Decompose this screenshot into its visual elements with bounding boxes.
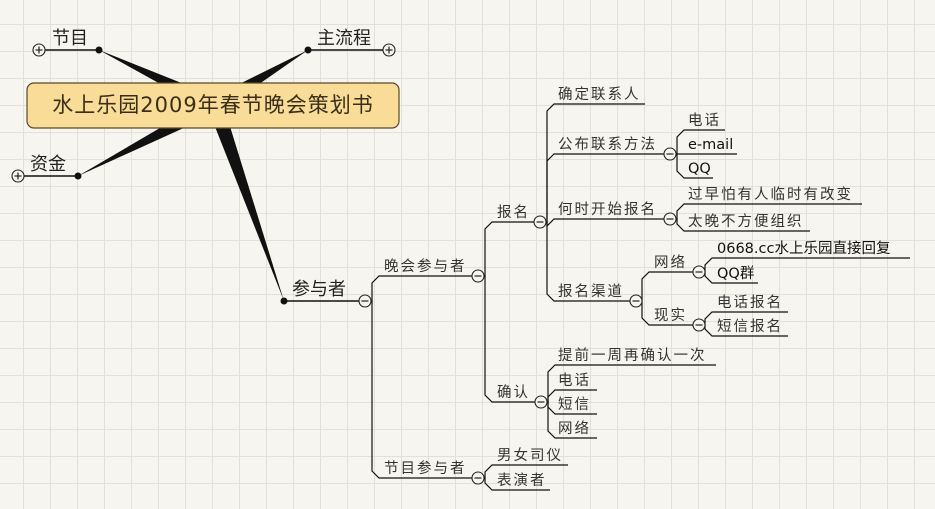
collapse-icon[interactable] bbox=[663, 147, 677, 161]
node-contact-person[interactable]: 确定联系人 bbox=[558, 86, 641, 103]
connector-line bbox=[478, 275, 541, 403]
connector-line bbox=[540, 218, 670, 228]
connector-line bbox=[365, 300, 478, 479]
node-confirm-online[interactable]: 网络 bbox=[558, 420, 591, 437]
branch-participants bbox=[207, 102, 284, 302]
node-contact-email[interactable]: e-mail bbox=[688, 137, 733, 153]
node-when-start[interactable]: 何时开始报名 bbox=[558, 201, 657, 218]
node-confirm[interactable]: 确认 bbox=[497, 384, 530, 401]
collapse-icon[interactable] bbox=[534, 395, 548, 409]
node-publish-contact[interactable]: 公布联系方法 bbox=[558, 136, 657, 153]
topic-main-flow[interactable]: 主流程 bbox=[317, 28, 371, 49]
node-when-early[interactable]: 过早怕有人临时有改变 bbox=[688, 186, 853, 203]
node-confirm-sms[interactable]: 短信 bbox=[558, 396, 591, 413]
connector-line bbox=[636, 271, 699, 302]
central-topic-box[interactable] bbox=[26, 82, 400, 129]
node-when-late[interactable]: 太晚不方便组织 bbox=[688, 213, 804, 230]
collapse-icon[interactable] bbox=[692, 265, 706, 279]
central-topic[interactable]: 水上乐园2009年春节晚会策划书 bbox=[52, 93, 373, 117]
node-channels[interactable]: 报名渠道 bbox=[558, 283, 624, 300]
node-channel-offline[interactable]: 现实 bbox=[654, 307, 687, 324]
node-contact-qq[interactable]: QQ bbox=[688, 161, 711, 177]
collapse-icon[interactable] bbox=[663, 212, 677, 226]
node-signup[interactable]: 报名 bbox=[497, 204, 530, 221]
expand-icon[interactable] bbox=[11, 169, 25, 183]
node-channel-online[interactable]: 网络 bbox=[654, 254, 687, 271]
node-online-qq-group[interactable]: QQ群 bbox=[717, 265, 754, 282]
topic-funds[interactable]: 资金 bbox=[30, 154, 66, 175]
collapse-icon[interactable] bbox=[358, 294, 372, 308]
node-confirm-week-before[interactable]: 提前一周再确认一次 bbox=[558, 347, 707, 364]
collapse-icon[interactable] bbox=[533, 215, 547, 229]
topic-participants[interactable]: 参与者 bbox=[292, 279, 346, 300]
expand-icon[interactable] bbox=[32, 43, 46, 57]
collapse-icon[interactable] bbox=[629, 294, 643, 308]
collapse-icon[interactable] bbox=[692, 318, 706, 332]
node-offline-sms[interactable]: 短信报名 bbox=[717, 318, 783, 335]
collapse-icon[interactable] bbox=[471, 471, 485, 485]
node-performers[interactable]: 表演者 bbox=[497, 472, 547, 489]
node-online-site[interactable]: 0668.cc水上乐园直接回复 bbox=[717, 239, 890, 257]
connector-line bbox=[365, 275, 478, 302]
topic-program[interactable]: 节目 bbox=[52, 28, 88, 49]
node-confirm-phone[interactable]: 电话 bbox=[558, 372, 591, 389]
node-hosts[interactable]: 男女司仪 bbox=[497, 446, 563, 464]
node-gala-participants[interactable]: 晚会参与者 bbox=[384, 258, 467, 275]
node-offline-phone[interactable]: 电话报名 bbox=[717, 294, 783, 311]
node-contact-phone[interactable]: 电话 bbox=[688, 112, 721, 129]
expand-icon[interactable] bbox=[382, 43, 396, 57]
collapse-icon[interactable] bbox=[471, 269, 485, 283]
connector-line bbox=[478, 221, 540, 277]
node-program-participants[interactable]: 节目参与者 bbox=[384, 460, 467, 477]
